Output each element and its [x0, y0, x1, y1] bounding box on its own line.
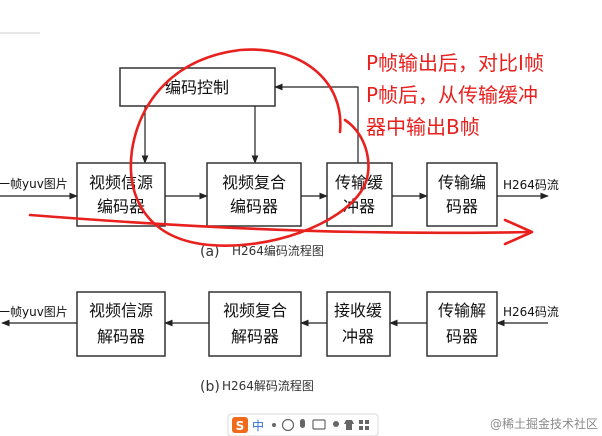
decode-block-buffer-line2: 冲器	[342, 327, 374, 346]
decode-output-label: 一帧yuv图片	[0, 305, 68, 319]
ime-skin-icon[interactable]	[344, 420, 354, 430]
annotation-arrow-stroke	[28, 213, 530, 235]
decode-caption-letter: (b)	[200, 379, 220, 395]
ime-emoji-icon[interactable]	[281, 418, 295, 432]
decode-block-source-line2: 解码器	[97, 327, 145, 346]
encode-flow: 编码控制 视频信源 编码器 视频复合 编码器 传输缓 冲器 传输编 码器 一帧y…	[0, 67, 559, 260]
encode-caption-text: H264编码流程图	[232, 243, 324, 258]
ime-logo-icon[interactable]	[232, 417, 248, 433]
decode-block-buffer-line1: 接收缓	[334, 301, 382, 320]
encode-block-composite-line1: 视频复合	[222, 173, 286, 192]
encode-control-label: 编码控制	[165, 78, 229, 97]
ime-mic-icon[interactable]	[300, 419, 305, 428]
annotation-loop-stroke	[129, 48, 370, 247]
ime-keyboard-icon[interactable]	[312, 419, 326, 430]
annotation-line-3: 器中输出B帧	[366, 115, 480, 139]
encode-output-label: H264码流	[503, 178, 559, 192]
encode-block-composite-line2: 编码器	[230, 197, 278, 216]
decode-block-composite-line1: 视频复合	[223, 301, 287, 320]
buffer-feedback-arrow	[274, 83, 359, 163]
ime-lang-indicator[interactable]: 中	[252, 418, 264, 433]
decode-block-composite-line2: 解码器	[231, 327, 279, 346]
encode-input-label: 一帧yuv图片	[0, 177, 68, 191]
decode-block-transmit-line1: 传输解	[438, 301, 486, 320]
encode-block-source-line1: 视频信源	[89, 173, 153, 192]
ime-punct-icon[interactable]	[272, 423, 276, 427]
ime-user-icon[interactable]	[333, 421, 339, 427]
encode-block-transmit-line2: 码器	[446, 197, 478, 216]
decode-block-transmit-line2: 码器	[446, 327, 478, 346]
decode-input-label: H264码流	[503, 305, 559, 319]
watermark: @稀土掘金技术社区	[490, 416, 598, 431]
encode-block-source-line2: 编码器	[97, 197, 145, 216]
encode-block-buffer-line1: 传输缓	[335, 173, 383, 192]
ime-logo-letter: S	[236, 419, 245, 433]
decode-block-buffer	[326, 291, 391, 357]
annotation-line-2: P帧后，从传输缓冲	[366, 83, 538, 107]
annotation-line-1: P帧输出后，对比I帧	[366, 51, 544, 75]
decode-flow: 视频信源 解码器 视频复合 解码器 接收缓 冲器 传输解 码器 H264码流 一…	[0, 291, 559, 395]
annotation-arrowhead	[503, 218, 534, 246]
ime-toolbar[interactable]: S 中	[227, 413, 379, 436]
ime-grid-icon[interactable]	[359, 420, 363, 424]
decode-caption-text: H264解码流程图	[222, 378, 314, 393]
red-annotation: P帧输出后，对比I帧 P帧后，从传输缓冲 器中输出B帧	[28, 48, 544, 247]
decode-block-source-line1: 视频信源	[89, 301, 153, 320]
decode-block-source	[76, 291, 166, 357]
encode-block-transmit-line1: 传输编	[438, 173, 486, 192]
encode-block-source	[76, 162, 166, 227]
encode-caption-letter: (a)	[200, 244, 220, 260]
